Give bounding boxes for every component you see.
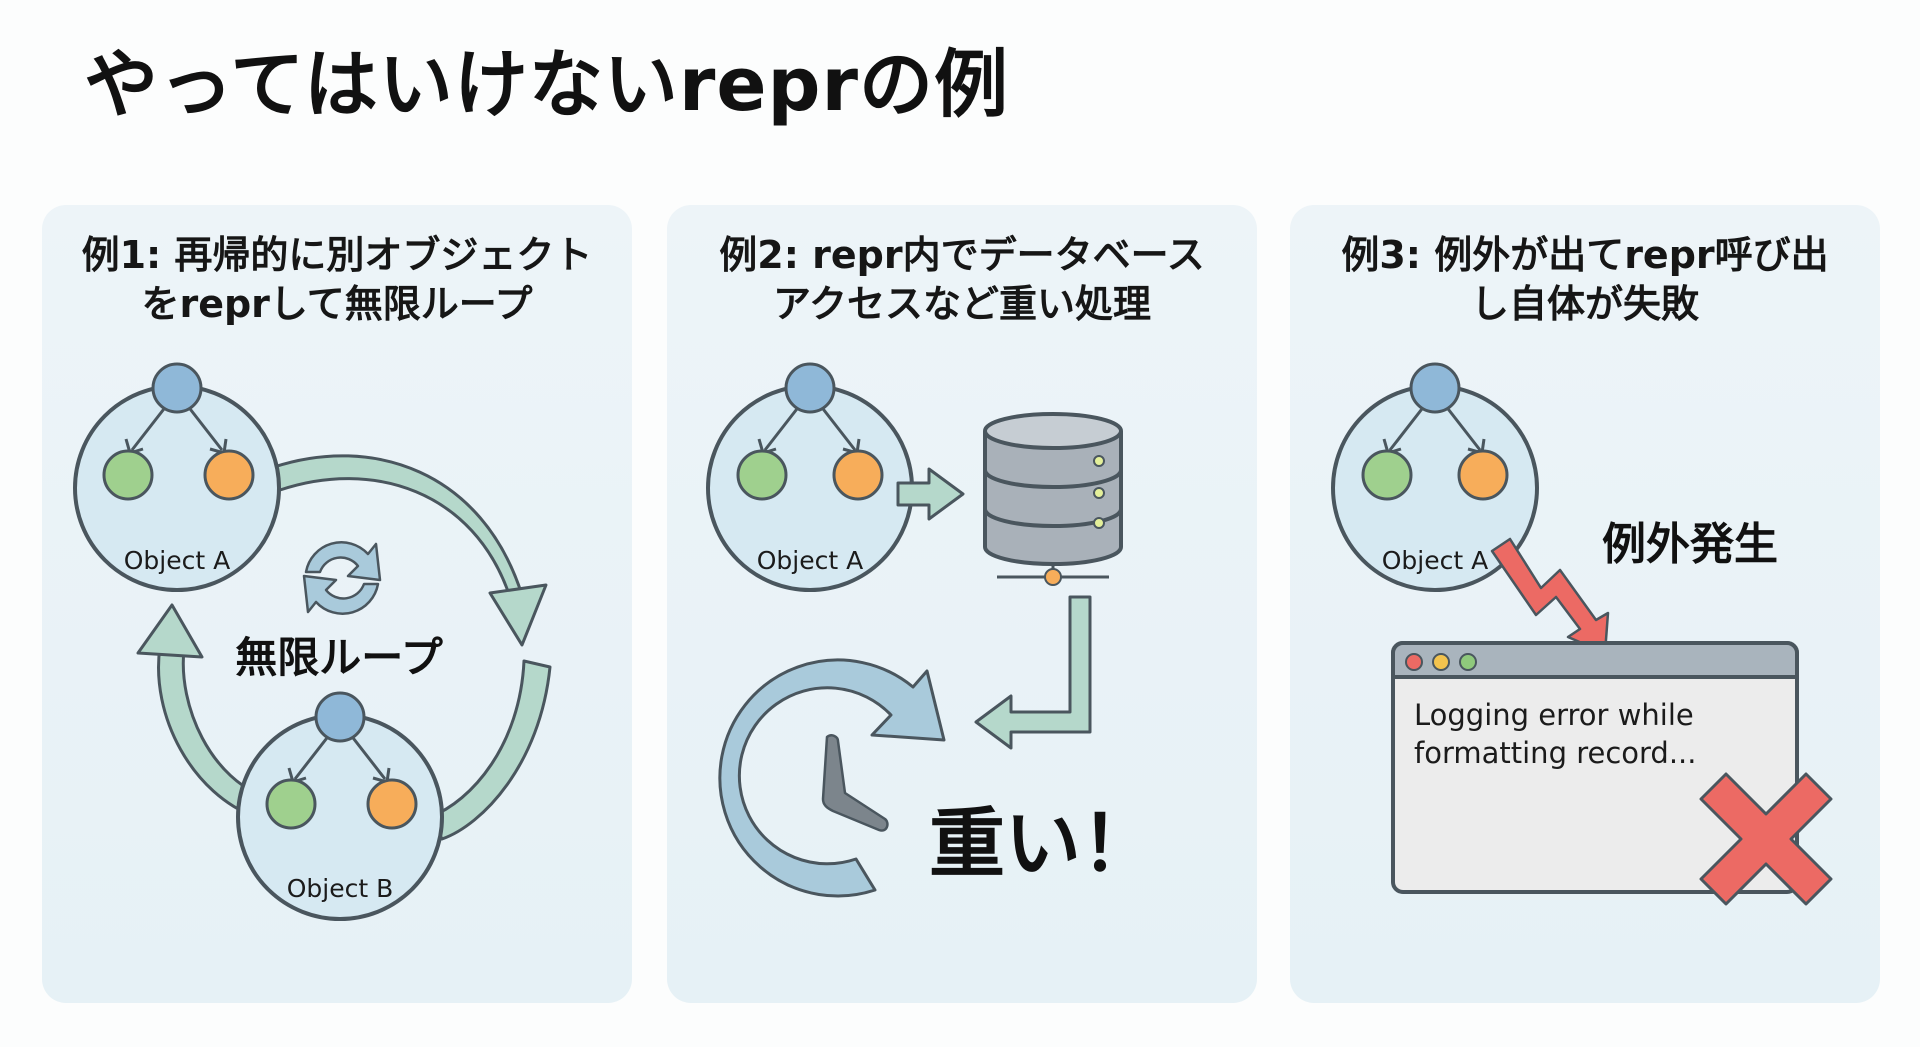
error-message-line-1: Logging error while (1414, 698, 1694, 732)
arrow-right-icon (896, 467, 965, 521)
error-window-icon: Logging error while formatting record... (1391, 641, 1799, 894)
panel-1-diagram: Object A 無限ループ Object B (73, 362, 552, 921)
object-a: Object A (73, 362, 281, 592)
arrow-return-icon (974, 595, 1092, 750)
lightning-arrow-icon (1490, 537, 1610, 655)
slow-label: 重い！ (929, 799, 1157, 888)
object-b-label: Object B (287, 874, 394, 903)
database-icon (983, 412, 1123, 586)
panel-example-2: 例2: repr内でデータベース アクセスなど重い処理 Object A (667, 205, 1257, 1003)
exception-label: 例外発生 (1602, 519, 1778, 570)
clock-icon (718, 658, 946, 898)
panel-example-1: 例1: 再帰的に別オブジェクト をreprして無限ループ Object A (42, 205, 632, 1003)
error-message-line-2: formatting record... (1414, 736, 1696, 770)
object-a: Object A (1331, 362, 1539, 592)
object-a: Object A (706, 362, 914, 592)
panel-example-3: 例3: 例外が出てrepr呼び出 し自体が失敗 Object A 例外発生 Lo… (1290, 205, 1880, 1003)
cycle-arrow-lower-right (428, 659, 552, 841)
cross-icon (1699, 772, 1833, 906)
object-a-label: Object A (757, 546, 863, 575)
object-a-label: Object A (124, 546, 230, 575)
panel-3-diagram: Object A 例外発生 Logging error while format… (1331, 362, 1833, 906)
refresh-icon (302, 541, 382, 615)
panel-2-diagram: Object A 重い！ (706, 362, 1157, 898)
cycle-arrow-right (272, 454, 548, 647)
panel-1-heading: 例1: 再帰的に別オブジェクト をreprして無限ループ (81, 233, 593, 326)
page-title: やってはいけないreprの例 (84, 42, 1009, 128)
object-a-label: Object A (1382, 546, 1488, 575)
object-b: Object B (236, 691, 444, 921)
panel-2-heading: 例2: repr内でデータベース アクセスなど重い処理 (719, 233, 1205, 326)
infinite-loop-label: 無限ループ (235, 633, 442, 682)
panel-3-heading: 例3: 例外が出てrepr呼び出 し自体が失敗 (1341, 233, 1829, 326)
